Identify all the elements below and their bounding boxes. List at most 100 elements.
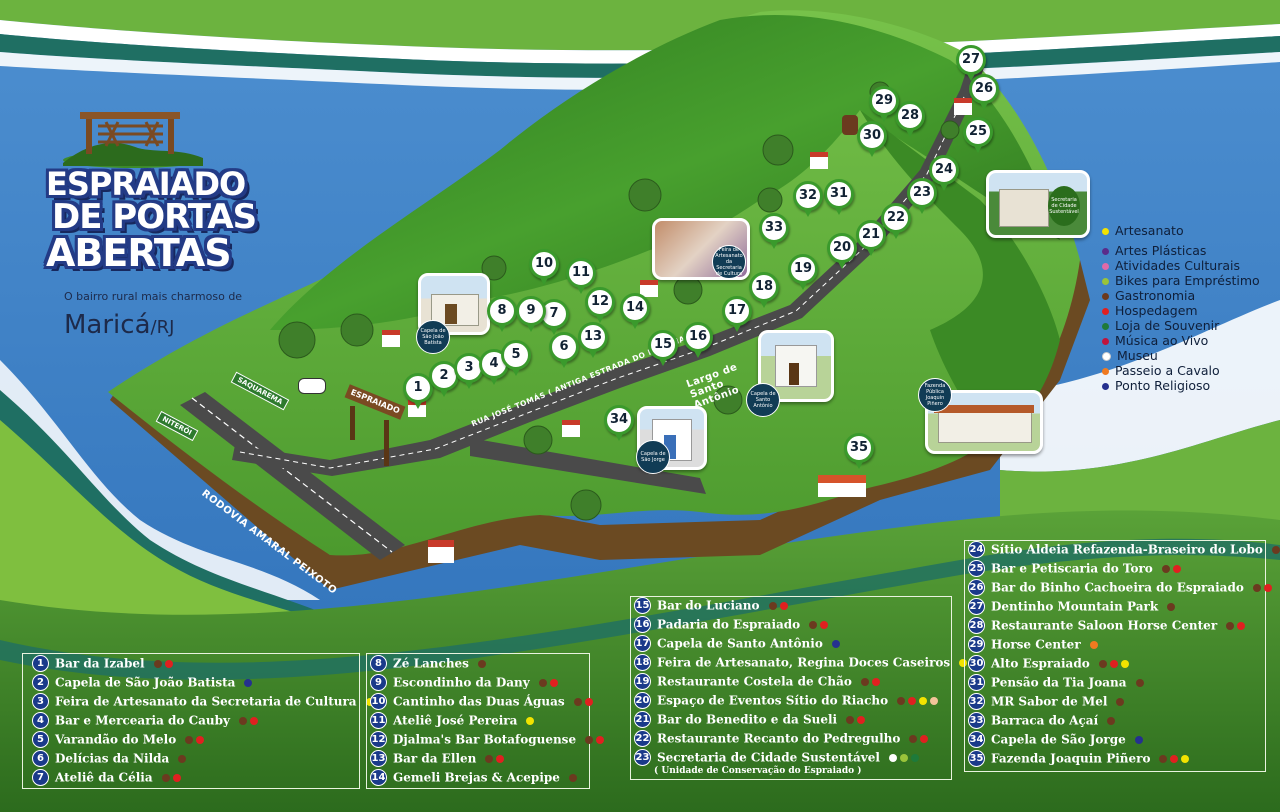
category-dot [549, 678, 558, 687]
pin-21[interactable]: 21 [856, 220, 886, 256]
category-dot [1159, 754, 1168, 763]
pin-23[interactable]: 23 [907, 178, 937, 214]
place-name: Bar da Izabel [55, 656, 145, 671]
category-dot [1167, 602, 1176, 611]
title-line-1: ESPRAIADO [46, 165, 246, 203]
pin-11[interactable]: 11 [566, 258, 596, 294]
place-name: Bar e Petiscaria do Toro [991, 561, 1153, 576]
place-name: Ateliê da Célia [55, 770, 153, 785]
pin-22[interactable]: 22 [881, 203, 911, 239]
pin-8[interactable]: 8 [487, 296, 517, 332]
pin-31[interactable]: 31 [824, 179, 854, 215]
category-dot [1172, 564, 1181, 573]
pin-15[interactable]: 15 [648, 330, 678, 366]
sign-post-left [350, 406, 355, 440]
pin-27[interactable]: 27 [956, 45, 986, 81]
legend-dot [1102, 293, 1109, 300]
category-dot [860, 677, 869, 686]
category-dot [1116, 697, 1125, 706]
place-name: Pensão da Tia Joana [991, 675, 1127, 690]
pin-33[interactable]: 33 [759, 213, 789, 249]
pin-19[interactable]: 19 [788, 254, 818, 290]
category-dot [909, 734, 918, 743]
category-dot [496, 754, 505, 763]
category-dot [178, 754, 187, 763]
pin-28[interactable]: 28 [895, 101, 925, 137]
legend-dot [1102, 383, 1109, 390]
place-number-badge: 23 [634, 749, 651, 766]
pin-9[interactable]: 9 [516, 296, 546, 332]
pin-16[interactable]: 16 [683, 322, 713, 358]
pin-18[interactable]: 18 [749, 272, 779, 308]
pin-20[interactable]: 20 [827, 233, 857, 269]
horse-icon [842, 115, 858, 135]
pin-5[interactable]: 5 [501, 340, 531, 376]
pin-34[interactable]: 34 [604, 405, 634, 441]
pin-14[interactable]: 14 [620, 293, 650, 329]
place-number-badge: 11 [370, 712, 387, 729]
place-name: Capela de São Jorge [991, 732, 1126, 747]
category-dot [1252, 583, 1261, 592]
title-line-3: ABERTAS [46, 231, 232, 275]
place-number-badge: 26 [968, 579, 985, 596]
place-number-badge: 12 [370, 731, 387, 748]
category-dot [1134, 735, 1143, 744]
pin-10[interactable]: 10 [529, 249, 559, 285]
pin-25[interactable]: 25 [963, 117, 993, 153]
pin-12[interactable]: 12 [585, 287, 615, 323]
sign-post [384, 420, 389, 466]
category-dot [596, 735, 605, 744]
pin-35[interactable]: 35 [844, 433, 874, 469]
pin-1[interactable]: 1 [403, 373, 433, 409]
pin-32[interactable]: 32 [793, 181, 823, 217]
pin-24[interactable]: 24 [929, 155, 959, 191]
legend-item: Gastronomia [1102, 288, 1195, 303]
city: Maricá [64, 310, 151, 340]
pin-29[interactable]: 29 [869, 86, 899, 122]
category-dot [161, 773, 170, 782]
pin-17[interactable]: 17 [722, 296, 752, 332]
caption-sao-joao: Capela de São João Batista [416, 320, 450, 354]
pin-6[interactable]: 6 [549, 332, 579, 368]
place-name: Cantinho das Duas Águas [393, 694, 565, 709]
pin-30[interactable]: 30 [857, 121, 887, 157]
pin-13[interactable]: 13 [578, 322, 608, 358]
place-number-badge: 5 [32, 731, 49, 748]
